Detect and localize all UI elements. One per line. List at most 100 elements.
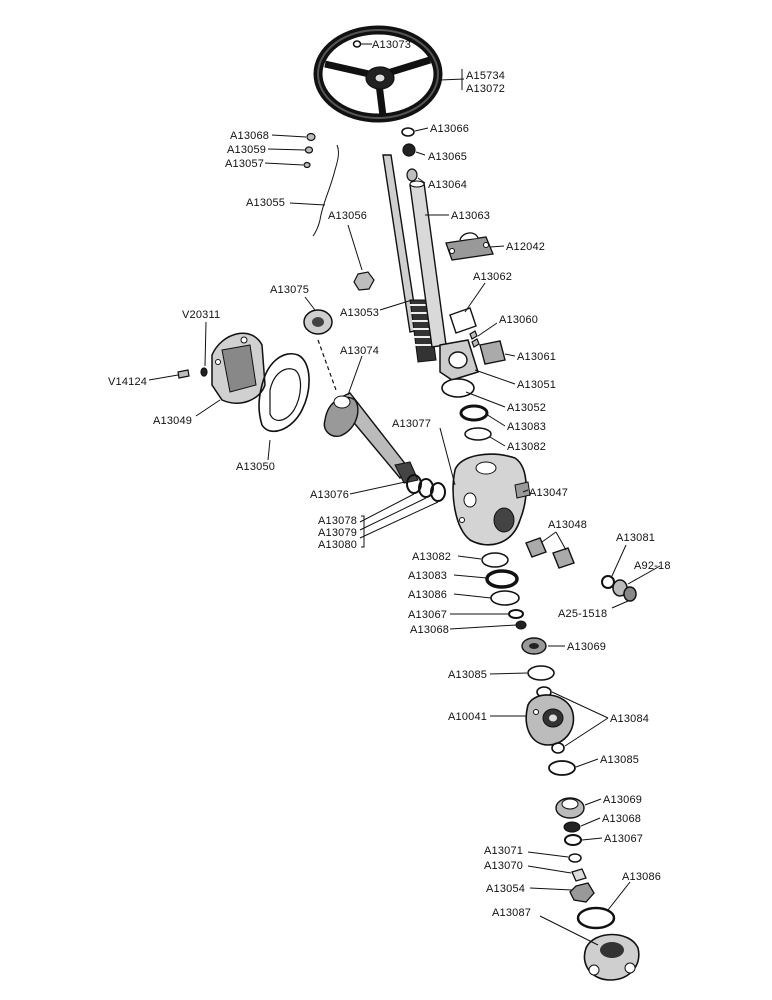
label-a13066: A13066 [430, 123, 469, 135]
a13069-cap-part-mid [521, 637, 547, 655]
label-a15734: A15734 [466, 70, 505, 82]
label-a13067-bottom: A13067 [604, 833, 643, 845]
a13084-ring-part-bottom [551, 742, 565, 754]
a13075-bushing-part [303, 309, 333, 335]
a13048-bushing-part-1 [525, 537, 547, 558]
a13087-end-cap-part [583, 933, 640, 981]
label-a13057: A13057 [225, 158, 264, 170]
alignment-line [317, 339, 337, 391]
a13071-ring-part [568, 853, 582, 863]
label-a13080: A13080 [318, 539, 357, 551]
label-a13083-mid: A13083 [408, 570, 447, 582]
label-a13051: A13051 [517, 379, 556, 391]
label-a13049: A13049 [153, 415, 192, 427]
label-a13076: A13076 [310, 489, 349, 501]
a13056-nut-part [353, 271, 375, 291]
a13085-ring-part-bottom [548, 760, 576, 776]
a13057-pin-part [303, 161, 311, 169]
label-a13086-mid: A13086 [408, 589, 447, 601]
label-a13054: A13054 [486, 883, 525, 895]
label-a13056: A13056 [328, 210, 367, 222]
label-a13050: A13050 [236, 461, 275, 473]
a13070-clip-part [571, 868, 587, 882]
a13082-ring-part-top [464, 427, 492, 441]
a13086-ring-part-mid [490, 590, 520, 606]
label-a13082-top: A13082 [507, 441, 546, 453]
a13066-washer-part [401, 127, 415, 137]
label-a13052: A13052 [507, 402, 546, 414]
label-a13071: A13071 [484, 845, 523, 857]
label-v14124: V14124 [108, 376, 147, 388]
a13067-washer-part-mid [508, 609, 524, 619]
a12042-bracket-part [445, 232, 494, 261]
label-a13078: A13078 [318, 515, 357, 527]
a13067-washer-part-bottom [564, 834, 582, 846]
label-a92-18: A92-18 [634, 560, 671, 572]
a13062-gasket-part [449, 307, 477, 334]
label-a13070: A13070 [484, 860, 523, 872]
label-a13055: A13055 [246, 197, 285, 209]
v20311-fitting-part [200, 367, 208, 377]
label-a13081: A13081 [616, 532, 655, 544]
a13051-flange-part [439, 339, 479, 381]
a13047-gear-housing-part [452, 453, 531, 546]
a13050-gasket-part [258, 353, 310, 433]
a13079-washer-part [418, 478, 434, 498]
part-labels: A13073 A15734 A13072 A13068 A13059 A1305… [108, 39, 671, 919]
a13078-washer-part [406, 474, 422, 494]
v14124-screw-part [177, 369, 190, 379]
label-a13083-top: A13083 [507, 421, 546, 433]
label-a13069-mid: A13069 [567, 641, 606, 653]
a13074-sector-shaft-part [323, 392, 419, 484]
a13060-spring-part [469, 330, 480, 348]
a13054-nut-part [569, 882, 595, 903]
a13065-nut-part [402, 143, 416, 157]
a13064-bushing-part [406, 168, 418, 182]
label-a13067-mid: A13067 [408, 609, 447, 621]
label-a13053: A13053 [340, 307, 379, 319]
label-a13063: A13063 [451, 210, 490, 222]
label-a13064: A13064 [428, 179, 467, 191]
label-a13087: A13087 [492, 907, 531, 919]
a13086-ring-part-bottom [576, 906, 616, 930]
label-a13072: A13072 [466, 83, 505, 95]
a13049-side-cover-part [211, 332, 266, 404]
label-a13075: A13075 [270, 284, 309, 296]
label-a13068-mid: A13068 [410, 624, 449, 636]
a13085-ring-part-top [527, 665, 555, 681]
label-a13085-bottom: A13085 [600, 754, 639, 766]
a13069-cap-part-bottom [555, 797, 585, 819]
label-a13065: A13065 [428, 151, 467, 163]
a13068-nut-part-mid [515, 620, 527, 630]
label-a13082-mid: A13082 [412, 551, 451, 563]
a13059-washer-part [304, 146, 314, 154]
a13082-ring-part-mid [481, 552, 509, 568]
a25-1518-fitting-part [623, 586, 637, 602]
label-a13074: A13074 [340, 345, 379, 357]
label-a13068-top: A13068 [230, 130, 269, 142]
label-v20311: V20311 [182, 309, 220, 321]
a10041-valve-body-part [525, 694, 575, 746]
a13055-wire-part [312, 144, 339, 237]
a13052-gasket-part [441, 378, 475, 398]
bracket-a13078-a13080 [361, 515, 365, 548]
label-a13077: A13077 [392, 418, 431, 430]
leader-lines [148, 43, 661, 946]
label-a13069-bottom: A13069 [603, 794, 642, 806]
label-a13061: A13061 [517, 351, 556, 363]
steering-wheel [313, 25, 443, 123]
a13068-nut-part-bottom [563, 821, 581, 833]
label-a10041: A10041 [448, 711, 487, 723]
label-a25-1518: A25-1518 [558, 608, 607, 620]
a13083-ring-part-mid [485, 569, 519, 589]
label-a13086-bottom: A13086 [622, 871, 661, 883]
label-a13047: A13047 [529, 487, 568, 499]
a13083-ring-part-top [459, 404, 489, 422]
a13068-nut-part [306, 132, 316, 142]
a13061-block-part [479, 340, 506, 365]
a13048-bushing-part-2 [552, 547, 575, 569]
label-a13059: A13059 [227, 144, 266, 156]
a13081-washer-part [601, 575, 615, 589]
label-a13060: A13060 [499, 314, 538, 326]
